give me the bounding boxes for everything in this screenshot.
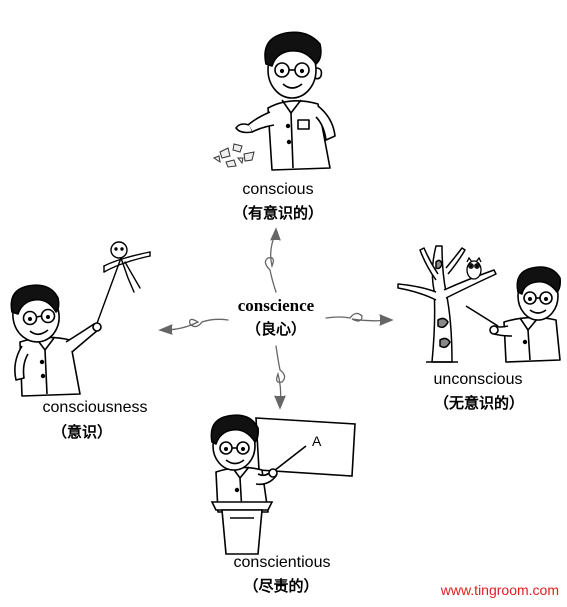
- meaning-unconscious: （无意识的）: [433, 394, 524, 412]
- arrowhead-left-icon: [158, 324, 173, 335]
- arrows: [158, 227, 394, 410]
- meaning-conscientious: （尽责的）: [243, 577, 319, 595]
- arrow-to-conscientious: [275, 345, 286, 403]
- podium-icon: [210, 501, 274, 555]
- word-conscience: conscience: [237, 296, 315, 315]
- teacher-throwing-paper-icon: [235, 31, 336, 171]
- puppet-on-stick-icon: [95, 241, 151, 327]
- meaning-conscience: （良心）: [245, 320, 306, 338]
- arrow-to-conscious: [264, 231, 277, 293]
- teacher-pointing-at-tree-icon: [465, 266, 561, 363]
- owl-icon: [466, 256, 482, 280]
- teacher-with-puppet-icon: [10, 284, 102, 397]
- meaning-conscious: （有意识的）: [232, 204, 323, 222]
- word-conscious: conscious: [242, 181, 314, 198]
- arrow-to-consciousness: [163, 318, 229, 331]
- arrowhead-up-icon: [270, 227, 281, 241]
- word-conscientious: conscientious: [233, 554, 331, 571]
- dead-tree-icon: [397, 245, 497, 363]
- word-unconscious: unconscious: [433, 371, 523, 388]
- arrowhead-down-icon: [274, 395, 286, 410]
- meaning-consciousness: （意识）: [51, 423, 112, 441]
- board-letter: A: [312, 433, 322, 449]
- arrowhead-right-icon: [379, 314, 394, 326]
- paper-scraps-icon: [212, 143, 255, 168]
- site-watermark: www.tingroom.com: [440, 582, 559, 598]
- word-consciousness: consciousness: [42, 399, 148, 416]
- arrow-to-unconscious: [325, 312, 389, 322]
